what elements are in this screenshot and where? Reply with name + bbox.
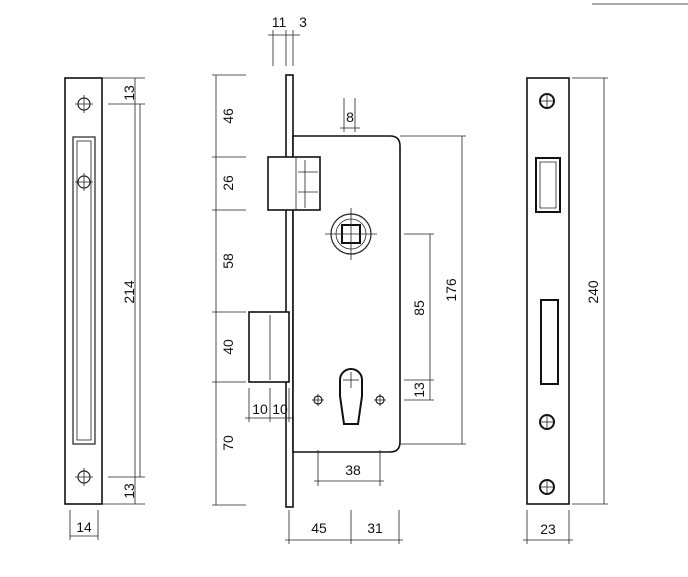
dim-26: 26 [220,175,236,191]
right-deadbolt-pocket [535,157,561,213]
center-screw-left-icon [312,394,324,406]
dim-40: 40 [220,339,236,355]
right-strike-plate-view: 240 23 [523,77,608,544]
center-latch-bolt [248,311,290,383]
dim-left-height: 214 [121,280,137,304]
dim-31: 31 [367,520,383,536]
dim-10-right: 10 [272,401,288,417]
dim-70: 70 [220,435,236,451]
center-deadbolt [267,156,321,211]
dim-13-cyl: 13 [411,382,427,398]
center-euro-cylinder-icon [339,368,363,425]
dim-3: 3 [299,14,307,30]
left-faceplate-outline [64,77,103,505]
dim-176: 176 [443,278,459,302]
dim-46: 46 [220,108,236,124]
center-lockbody-view: 11 3 8 46 26 58 40 70 10 10 176 [212,14,466,544]
right-screw-middle-icon [539,414,555,430]
dim-38: 38 [345,462,361,478]
right-screw-bottom-icon [539,479,555,495]
right-screw-top-icon [539,93,555,109]
dim-58: 58 [220,253,236,269]
dim-11: 11 [272,14,287,30]
left-faceplate-view: 13 214 13 14 [64,77,145,540]
center-screw-right-icon [374,394,386,406]
right-latch-pocket [540,299,559,385]
dim-left-width: 14 [76,519,92,535]
left-latch-slot-inner [76,140,92,441]
dim-left-bottom: 13 [121,483,137,499]
left-screw-bottom-icon [75,468,93,486]
center-lock-case [292,135,401,453]
center-spindle-hub-icon [325,208,377,260]
dim-45: 45 [311,520,327,536]
dim-10-left: 10 [252,401,268,417]
dim-8: 8 [346,109,354,125]
left-screw-middle-icon [75,173,93,191]
center-faceplate-strip [285,74,294,508]
dim-right-width: 23 [540,521,556,537]
right-plate-outline [526,77,570,505]
left-screw-top-icon [75,95,93,113]
left-latch-slot [72,136,96,445]
dim-left-top: 13 [121,85,137,101]
dim-right-height: 240 [585,280,601,304]
dim-85: 85 [411,300,427,316]
